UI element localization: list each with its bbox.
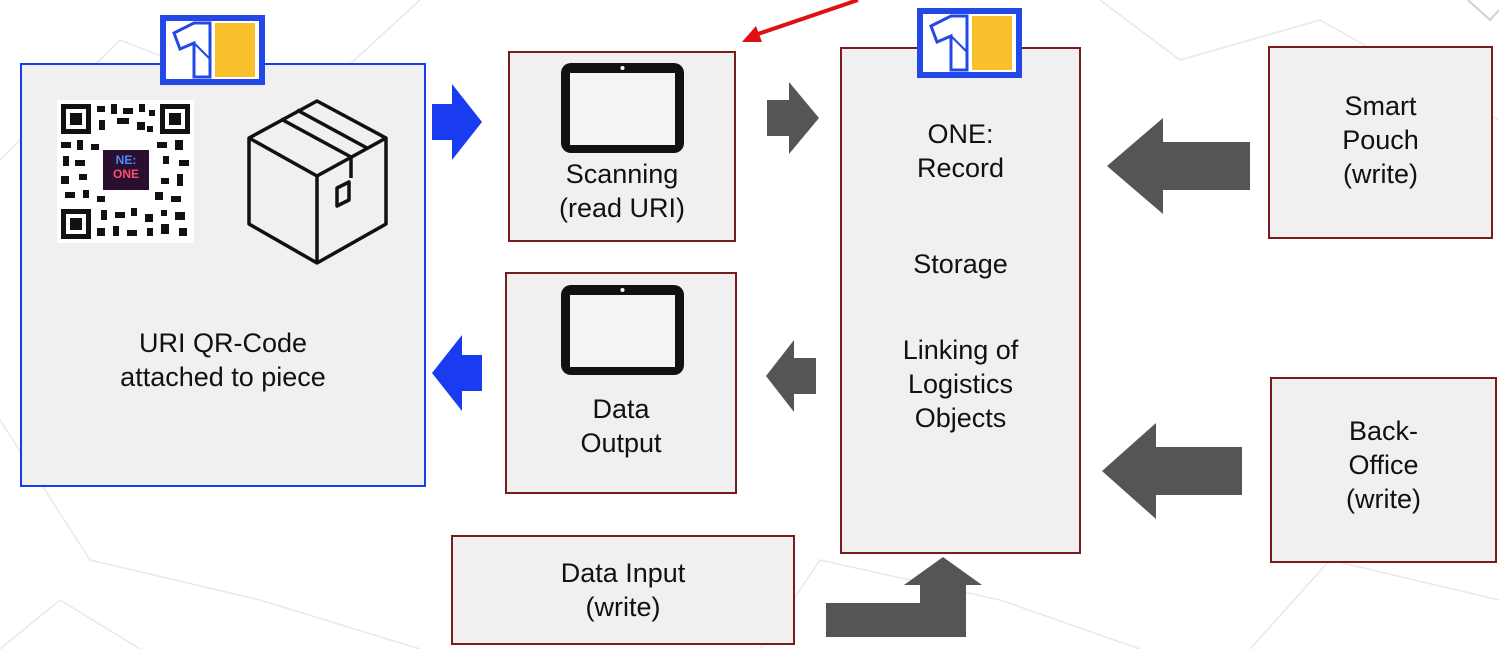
red-arrow: [742, 0, 859, 42]
gray-elbow-arrow-up: [826, 557, 982, 637]
gray-arrow-right: [767, 82, 819, 154]
blue-arrow-left: [432, 335, 482, 411]
data-input-box: [451, 535, 795, 645]
package-box-icon: [247, 99, 388, 265]
qr-center-text-top: NE:: [115, 153, 137, 167]
blue-arrow-right: [432, 84, 482, 160]
one-record-linking: Linking of Logistics Objects: [902, 335, 1019, 433]
tablet-icon: [561, 285, 684, 375]
one-record-title: ONE: Record: [916, 119, 1005, 183]
one-record-box: [840, 47, 1081, 554]
qr-center-text-bottom: ONE: [112, 167, 139, 181]
smart-pouch-box: [1268, 46, 1493, 239]
one-record-logo-icon: [917, 8, 1022, 78]
one-record-storage: Storage: [913, 249, 1008, 279]
data-input-label: Data Input (write): [560, 558, 686, 622]
piece-panel-label: URI QR-Code attached to piece: [120, 328, 326, 392]
back-office-label: Back- Office (write): [1346, 416, 1421, 514]
scanning-label: Scanning (read URI): [558, 159, 686, 223]
tablet-icon: [561, 63, 684, 153]
back-office-box: [1270, 377, 1497, 563]
gray-arrow-left-large: [1107, 118, 1250, 214]
data-output-label: Data Output: [580, 394, 662, 458]
smart-pouch-label: Smart Pouch (write): [1342, 91, 1419, 189]
gray-arrow-left: [766, 340, 816, 412]
gray-arrow-left-large: [1102, 423, 1242, 519]
qr-code-icon: [57, 100, 194, 243]
one-record-logo-icon: [160, 15, 265, 85]
